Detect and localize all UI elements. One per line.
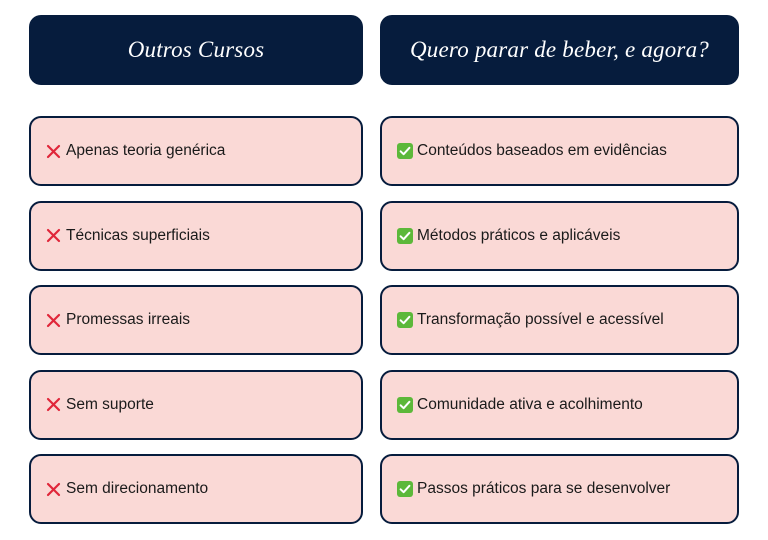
column-header-our-course: Quero parar de beber, e agora? [380, 15, 739, 85]
cross-icon [45, 227, 62, 244]
header-title: Outros Cursos [127, 37, 265, 62]
list-item: Apenas teoria genérica [29, 116, 363, 186]
item-label: Comunidade ativa e acolhimento [417, 395, 643, 413]
check-box-icon [396, 312, 413, 329]
check-box-icon [396, 143, 413, 160]
list-our-course: Conteúdos baseados em evidências Métodos… [380, 116, 739, 524]
column-header-other-courses: Outros Cursos [29, 15, 363, 85]
cross-icon [45, 481, 62, 498]
list-item: Sem direcionamento [29, 454, 363, 524]
list-item: Técnicas superficiais [29, 200, 363, 271]
cross-icon [45, 312, 62, 329]
list-other-courses: Apenas teoria genérica Técnicas superfic… [29, 116, 363, 524]
list-item: Promessas irreais [29, 285, 363, 355]
list-item: Transformação possível e acessível [380, 285, 739, 355]
list-item: Passos práticos para se desenvolver [380, 454, 739, 524]
item-label: Conteúdos baseados em evidências [417, 142, 667, 159]
cross-icon [45, 143, 62, 160]
item-label: Transformação possível e acessível [417, 311, 664, 328]
comparison-column-our-course: Quero parar de beber, e agora? Conteúdos… [380, 15, 739, 524]
header-title: Quero parar de beber, e agora? [409, 37, 709, 62]
list-item: Sem suporte [29, 369, 363, 440]
item-label: Sem direcionamento [66, 480, 209, 497]
item-label: Passos práticos para se desenvolver [417, 480, 671, 497]
cross-icon [45, 396, 62, 413]
item-label: Apenas teoria genérica [66, 142, 226, 159]
item-label: Promessas irreais [66, 311, 191, 328]
list-item: Comunidade ativa e acolhimento [380, 369, 739, 440]
item-label: Sem suporte [66, 395, 154, 413]
item-label: Técnicas superficiais [66, 226, 210, 244]
comparison-column-other-courses: Outros Cursos Apenas teoria genérica Téc… [29, 15, 363, 524]
list-item: Conteúdos baseados em evidências [380, 116, 739, 186]
check-box-icon [396, 227, 413, 244]
list-item: Métodos práticos e aplicáveis [380, 200, 739, 271]
item-label: Métodos práticos e aplicáveis [417, 226, 621, 244]
check-box-icon [396, 481, 413, 498]
check-box-icon [396, 396, 413, 413]
